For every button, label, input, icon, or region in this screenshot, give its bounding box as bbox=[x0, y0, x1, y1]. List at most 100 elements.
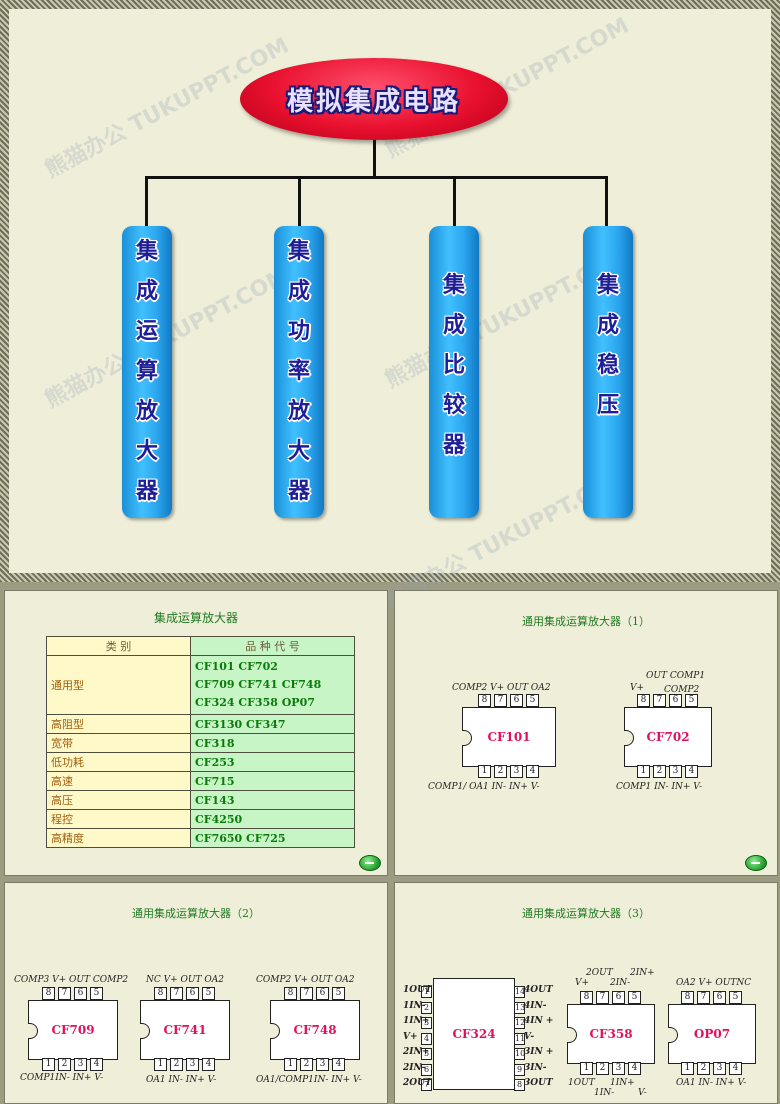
ic-pin: 3 bbox=[510, 765, 523, 778]
ic-pin: 1 bbox=[42, 1058, 55, 1071]
ic-pin: 1 bbox=[154, 1058, 167, 1071]
pin-label: 2OUT bbox=[403, 1078, 432, 1088]
pin-label: COMP1 IN- IN+ V- bbox=[616, 782, 703, 792]
ic-pin: 4 bbox=[729, 1062, 742, 1075]
ic-pin: 5 bbox=[202, 987, 215, 1000]
ic-pin: 1 bbox=[284, 1058, 297, 1071]
ic-pin: 8 bbox=[580, 991, 593, 1004]
root-node: 模拟集成电路 bbox=[240, 58, 508, 140]
ic-pin: 1 bbox=[637, 765, 650, 778]
ic-pin: 7 bbox=[421, 1079, 432, 1091]
root-node-title: 模拟集成电路 bbox=[286, 86, 461, 117]
ic-pin: 7 bbox=[596, 991, 609, 1004]
ic-pin: 4 bbox=[628, 1062, 641, 1075]
ic-pin: 1 bbox=[580, 1062, 593, 1075]
ic-pin: 2 bbox=[653, 765, 666, 778]
ic-pin: 6 bbox=[186, 987, 199, 1000]
ic-name: CF358 bbox=[589, 1027, 633, 1041]
ic-pin: 3 bbox=[74, 1058, 87, 1071]
pin-label: COMP1/ OA1 IN- IN+ V- bbox=[428, 782, 540, 792]
pin-label: OA1/COMP1IN- IN+ V- bbox=[256, 1075, 362, 1085]
ic-pin: 6 bbox=[421, 1063, 432, 1076]
ic-name: CF741 bbox=[163, 1023, 207, 1037]
ic-pin: 14 bbox=[514, 986, 526, 998]
pin-label: OA1 IN- IN+ V- bbox=[676, 1078, 747, 1088]
pin-label: V+ bbox=[403, 1031, 418, 1042]
child-node-regulator: 集成稳压 bbox=[583, 226, 633, 518]
ic-pin: 13 bbox=[514, 1001, 526, 1014]
pin-label: 1OUT bbox=[403, 985, 432, 995]
ic-pin: 4 bbox=[202, 1058, 215, 1071]
pin-label: 3OUT bbox=[524, 1078, 553, 1088]
ic-pin: 8 bbox=[514, 1079, 525, 1091]
ic-pin: 11 bbox=[514, 1032, 526, 1045]
ic-pin: 8 bbox=[637, 694, 650, 707]
ic-pin: 5 bbox=[526, 694, 539, 707]
ic-chip: CF702 bbox=[624, 707, 712, 767]
ic-name: CF709 bbox=[51, 1023, 95, 1037]
ic-name: CF101 bbox=[487, 730, 531, 744]
ic-name: CF324 bbox=[452, 1027, 496, 1041]
pin-label: 2IN- bbox=[610, 978, 631, 988]
ic-pin: 8 bbox=[42, 987, 55, 1000]
connector-line bbox=[298, 176, 301, 228]
ic-pin: 6 bbox=[74, 987, 87, 1000]
pin-label: 1IN- bbox=[403, 1000, 426, 1011]
back-arrow-icon[interactable] bbox=[745, 855, 767, 871]
pin-label: COMP1IN- IN+ V- bbox=[20, 1073, 104, 1083]
back-arrow-icon[interactable] bbox=[359, 855, 381, 871]
pin-label: V- bbox=[524, 1031, 535, 1042]
ic-pin: 1 bbox=[421, 986, 432, 998]
ic-pin: 12 bbox=[514, 1017, 526, 1029]
ic-pin: 6 bbox=[316, 987, 329, 1000]
panel-2-title: 通用集成运算放大器（2） bbox=[132, 907, 260, 920]
ic-pin: 3 bbox=[713, 1062, 726, 1075]
pin-label: 2IN+ bbox=[403, 1047, 430, 1057]
pin-label: 1OUT bbox=[568, 1078, 595, 1088]
ic-pin: 5 bbox=[729, 991, 742, 1004]
ic-pin: 6 bbox=[612, 991, 625, 1004]
ic-pin: 2 bbox=[494, 765, 507, 778]
ic-pin: 10 bbox=[514, 1048, 526, 1060]
pin-label: COMP2 bbox=[664, 685, 700, 695]
ic-pin: 2 bbox=[421, 1001, 432, 1014]
ic-pin: 8 bbox=[681, 991, 694, 1004]
ic-pin: 4 bbox=[526, 765, 539, 778]
ic-chip: CF324 bbox=[433, 978, 515, 1090]
ic-chip: CF101 bbox=[462, 707, 556, 767]
ic-pin: 5 bbox=[421, 1048, 432, 1060]
connector-line bbox=[145, 176, 607, 179]
panel-3-title: 通用集成运算放大器（3） bbox=[522, 907, 650, 920]
ic-name: CF702 bbox=[646, 730, 690, 744]
pin-label: V+ bbox=[630, 683, 645, 693]
ic-pin: 4 bbox=[421, 1032, 432, 1045]
pin-label: V+ bbox=[575, 978, 590, 988]
pin-label: OA2 V+ OUTNC bbox=[676, 978, 752, 988]
ic-pin: 2 bbox=[58, 1058, 71, 1071]
ic-pin: 3 bbox=[186, 1058, 199, 1071]
pin-label: 4IN- bbox=[524, 1000, 547, 1011]
connector-line bbox=[373, 140, 376, 177]
pin-label: 2OUT bbox=[586, 968, 613, 978]
ic-pin: 3 bbox=[669, 765, 682, 778]
ic-chip: CF741 bbox=[140, 1000, 230, 1060]
ic-pin: 5 bbox=[332, 987, 345, 1000]
ic-chip: CF358 bbox=[567, 1004, 655, 1064]
ic-pin: 3 bbox=[612, 1062, 625, 1075]
ic-pin: 4 bbox=[332, 1058, 345, 1071]
ic-pin: 4 bbox=[90, 1058, 103, 1071]
pin-label: 3IN + bbox=[524, 1047, 554, 1057]
ic-name: OP07 bbox=[693, 1027, 731, 1041]
ic-chip: CF748 bbox=[270, 1000, 360, 1060]
pin-label: 4IN + bbox=[524, 1016, 554, 1026]
pin-label: OA1 IN- IN+ V- bbox=[146, 1075, 217, 1085]
ic-pin: 7 bbox=[494, 694, 507, 707]
ic-pin: 2 bbox=[596, 1062, 609, 1075]
panel-1: 通用集成运算放大器（1） bbox=[394, 590, 778, 876]
